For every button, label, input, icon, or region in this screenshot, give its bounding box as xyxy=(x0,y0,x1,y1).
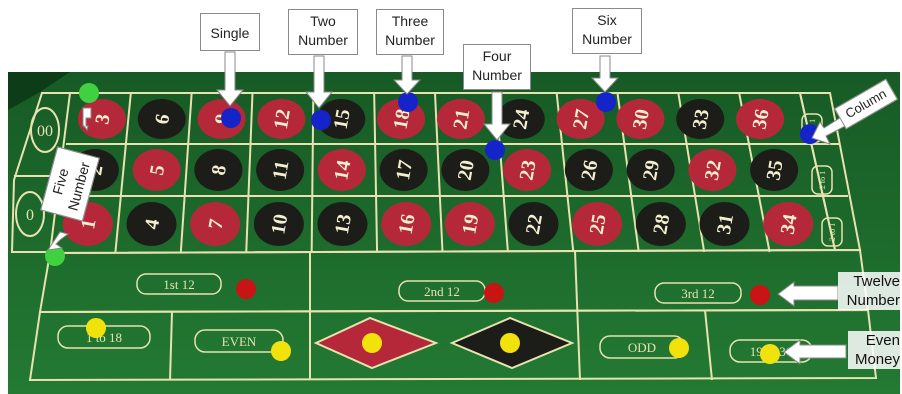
pocket-label-22: 22 xyxy=(522,212,547,236)
label-even-money-line1: Even xyxy=(850,331,900,350)
dozen-1-label: 1st 12 xyxy=(163,277,194,292)
chip-five-number-top xyxy=(79,83,99,103)
pocket-label-19: 19 xyxy=(458,212,483,236)
callout-three-number: Three Number xyxy=(376,9,444,55)
callout-four-number-line2: Number xyxy=(468,66,526,85)
odd-label: ODD xyxy=(628,340,656,355)
pocket-label-20: 20 xyxy=(454,158,479,182)
pocket-label-35: 35 xyxy=(763,158,788,182)
callout-three-number-line2: Number xyxy=(381,31,439,50)
pocket-label-31: 31 xyxy=(713,212,738,236)
chip-high xyxy=(760,344,780,364)
chip-six-number xyxy=(596,92,616,112)
pocket-label-33: 33 xyxy=(689,107,714,131)
pocket-label-17: 17 xyxy=(392,158,417,182)
pocket-label-27: 27 xyxy=(569,107,594,131)
chip-two-number xyxy=(311,110,331,130)
callout-two-number-line2: Number xyxy=(293,31,353,50)
chip-red xyxy=(362,333,382,353)
pocket-label-23: 23 xyxy=(516,158,541,182)
dozen-2-label: 2nd 12 xyxy=(424,284,460,299)
callout-single: Single xyxy=(200,13,260,51)
chip-black xyxy=(500,333,520,353)
callout-two-number-line1: Two xyxy=(293,12,353,31)
callout-three-number-line1: Three xyxy=(381,12,439,31)
chip-dozen-3 xyxy=(750,285,770,305)
pocket-label-10: 10 xyxy=(267,212,292,236)
pocket-label-13: 13 xyxy=(331,212,356,236)
pocket-label-11: 11 xyxy=(269,159,294,181)
pocket-label-36: 36 xyxy=(748,107,773,131)
callout-four-number-line1: Four xyxy=(468,47,526,66)
chip-single xyxy=(221,108,241,128)
callout-six-number-line1: Six xyxy=(577,11,637,30)
callout-four-number: Four Number xyxy=(463,44,531,90)
column-bet-label: 2 to 1 xyxy=(818,171,827,189)
chip-three-number xyxy=(398,92,418,112)
pocket-label-21: 21 xyxy=(449,107,474,131)
chip-four-number xyxy=(485,140,505,160)
label-even-money: Even Money xyxy=(848,331,902,369)
pocket-label-15: 15 xyxy=(330,107,355,131)
dozen-3-label: 3rd 12 xyxy=(681,286,715,301)
pocket-label-28: 28 xyxy=(649,212,674,236)
chip-low xyxy=(86,318,106,338)
label-twelve-number-line1: Twelve xyxy=(840,272,900,291)
zero-label: 0 xyxy=(26,207,34,224)
pocket-label-25: 25 xyxy=(586,212,611,236)
label-twelve-number-line2: Number xyxy=(840,291,900,310)
pocket-label-16: 16 xyxy=(395,212,420,236)
label-twelve-number: Twelve Number xyxy=(838,272,902,310)
pocket-label-34: 34 xyxy=(777,212,802,236)
pocket-label-29: 29 xyxy=(639,158,664,182)
pocket-label-30: 30 xyxy=(629,107,654,131)
pocket-label-12: 12 xyxy=(270,107,295,131)
chip-even xyxy=(271,341,291,361)
column-bet-label: 2 to 1 xyxy=(828,223,837,241)
callout-six-number: Six Number xyxy=(572,8,642,54)
callout-two-number: Two Number xyxy=(288,9,358,55)
double-zero-label: 00 xyxy=(37,123,53,140)
pocket-label-32: 32 xyxy=(701,158,726,182)
chip-dozen-1 xyxy=(236,279,256,299)
chip-odd xyxy=(669,338,689,358)
label-even-money-line2: Money xyxy=(850,350,900,369)
callout-single-text: Single xyxy=(211,25,250,41)
pocket-label-26: 26 xyxy=(577,158,602,182)
pocket-label-14: 14 xyxy=(330,158,355,182)
chip-dozen-2 xyxy=(484,283,504,303)
even-label: EVEN xyxy=(222,334,257,349)
callout-six-number-line2: Number xyxy=(577,30,637,49)
pocket-label-24: 24 xyxy=(509,107,534,131)
